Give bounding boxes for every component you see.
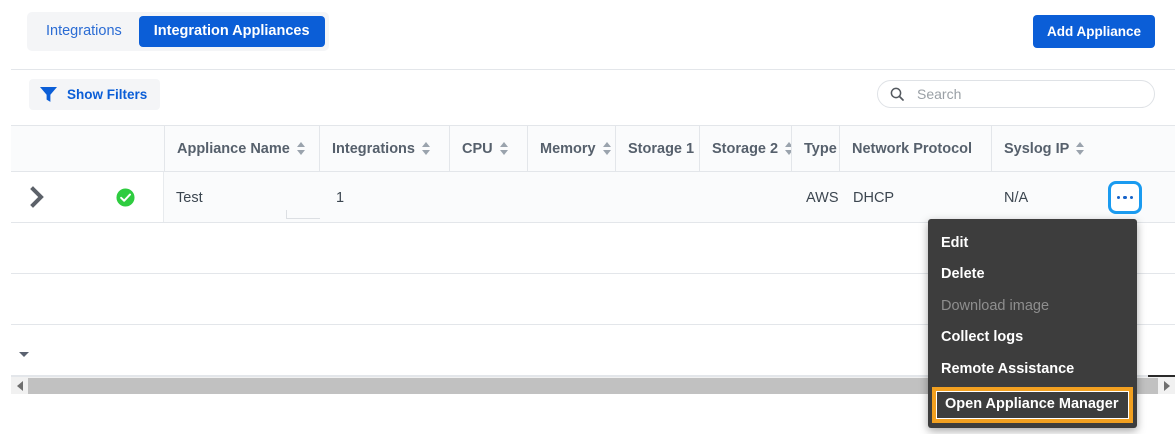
cell-integrations: 1	[336, 189, 345, 206]
table-header-row: Appliance Name Integrations CPU Memory S…	[11, 125, 1175, 172]
tab-group: Integrations Integration Appliances	[27, 12, 329, 51]
column-header-memory[interactable]: Memory	[527, 126, 615, 171]
kebab-dot	[1123, 195, 1127, 200]
menu-item-remote-assistance[interactable]: Remote Assistance	[941, 360, 1075, 377]
menu-item-collect-logs[interactable]: Collect logs	[941, 329, 1024, 346]
cell-appliance-name: Test	[176, 189, 203, 206]
column-header-storage-2[interactable]: Storage 2	[699, 126, 791, 171]
column-header-cpu[interactable]: CPU	[449, 126, 527, 171]
column-header-network-protocol[interactable]: Network Protocol	[839, 126, 991, 171]
column-header-appliance-name[interactable]: Appliance Name	[164, 126, 319, 171]
search-input[interactable]	[915, 85, 1142, 103]
show-filters-label: Show Filters	[67, 87, 148, 102]
column-header-storage-1[interactable]: Storage 1	[615, 126, 699, 171]
add-appliance-button[interactable]: Add Appliance	[1032, 15, 1155, 48]
table-row[interactable]: Test 1 AWS DHCP N/A	[11, 172, 1175, 223]
sort-arrows-icon[interactable]	[785, 142, 791, 155]
menu-item-edit[interactable]: Edit	[941, 235, 969, 251]
show-filters-button[interactable]: Show Filters	[29, 79, 161, 110]
column-label: CPU	[462, 140, 493, 157]
scroll-right-icon[interactable]	[1158, 377, 1175, 394]
kebab-dot	[1116, 195, 1121, 200]
sort-arrows-icon[interactable]	[1076, 142, 1085, 155]
menu-item-delete[interactable]: Delete	[941, 266, 985, 283]
cell-network-protocol: DHCP	[853, 189, 895, 206]
column-label: Appliance Name	[177, 140, 290, 157]
menu-item-open-appliance-manager[interactable]: Open Appliance Manager	[932, 386, 1133, 424]
column-label: Network Protocol	[852, 140, 973, 157]
sort-arrows-icon[interactable]	[499, 142, 509, 155]
scrollbar-thumb[interactable]	[28, 378, 1158, 394]
cell-type: AWS	[806, 189, 839, 206]
search-icon	[890, 87, 904, 101]
filter-bar: Show Filters	[11, 70, 1175, 125]
column-label: Storage 1	[628, 140, 695, 157]
tab-integration-appliances[interactable]: Integration Appliances	[138, 16, 325, 47]
top-bar: Integrations Integration Appliances Add …	[11, 0, 1175, 70]
column-label: Integrations	[332, 140, 415, 157]
kebab-dot	[1129, 195, 1134, 200]
sort-arrows-icon[interactable]	[296, 142, 306, 155]
row-collapse-caret-icon[interactable]	[19, 352, 29, 357]
tab-integrations[interactable]: Integrations	[46, 23, 122, 39]
scroll-left-icon[interactable]	[11, 377, 28, 394]
row-actions-context-menu: Edit Delete Download image Collect logs …	[928, 219, 1137, 429]
column-label: Storage 2	[712, 140, 779, 157]
chevron-right-icon[interactable]	[29, 186, 47, 208]
column-header-syslog-ip[interactable]: Syslog IP	[991, 126, 1101, 171]
row-actions-kebab-button[interactable]	[1108, 181, 1142, 214]
search-box[interactable]	[877, 80, 1155, 108]
cell-syslog-ip: N/A	[1004, 189, 1029, 206]
cell-name-underline	[286, 210, 320, 219]
sort-arrows-icon[interactable]	[602, 142, 612, 155]
row-controls-cell	[11, 172, 164, 222]
status-ok-icon	[116, 188, 135, 207]
column-label: Type	[804, 140, 837, 157]
column-header-blank	[11, 126, 164, 171]
horizontal-scrollbar[interactable]	[11, 376, 1175, 394]
column-header-type[interactable]: Type	[791, 126, 839, 171]
column-label: Memory	[540, 140, 596, 157]
funnel-icon	[40, 86, 57, 102]
sort-arrows-icon[interactable]	[421, 142, 431, 155]
menu-item-label: Open Appliance Manager	[936, 390, 1129, 420]
column-header-integrations[interactable]: Integrations	[319, 126, 449, 171]
footer-divider	[1148, 375, 1175, 377]
column-label: Syslog IP	[1004, 140, 1070, 157]
menu-item-download-image: Download image	[941, 297, 1050, 314]
